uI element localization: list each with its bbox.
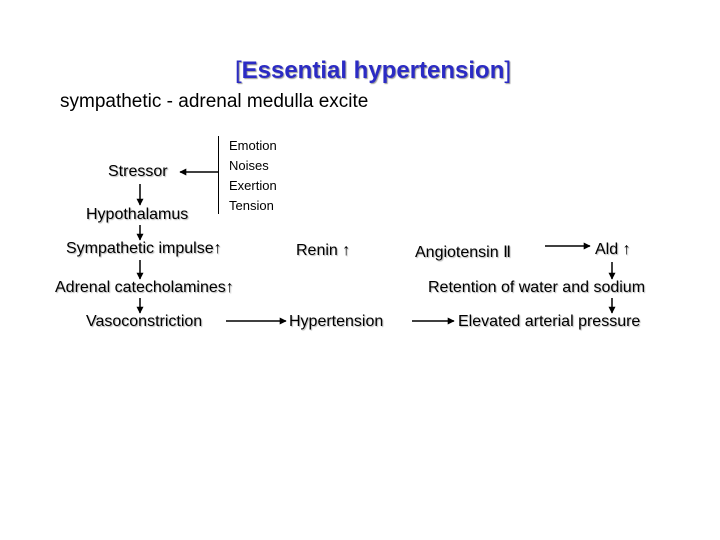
- node-stressor: Stressor: [108, 163, 168, 180]
- node-renin: Renin ↑: [296, 242, 351, 259]
- node-ald: Ald ↑: [595, 241, 631, 258]
- node-elevated-pressure: Elevated arterial pressure: [458, 313, 641, 330]
- node-angiotensin: Angiotensin Ⅱ: [415, 244, 511, 261]
- factor-emotion: Emotion: [229, 138, 277, 153]
- node-hypertension: Hypertension: [289, 313, 384, 330]
- node-vasoconstriction: Vasoconstriction: [86, 313, 203, 330]
- node-hypothalamus: Hypothalamus: [86, 206, 189, 223]
- stress-factors-list: Emotion Noises Exertion Tension: [218, 136, 280, 214]
- title-close-bracket: ]: [504, 57, 512, 84]
- diagram-subtitle: sympathetic - adrenal medulla excite: [60, 91, 369, 112]
- node-adrenal-catecholamines: Adrenal catecholamines↑: [55, 279, 234, 296]
- factor-tension: Tension: [229, 198, 274, 213]
- node-retention: Retention of water and sodium: [428, 279, 646, 296]
- factor-exertion: Exertion: [229, 178, 277, 193]
- factor-noises: Noises: [229, 158, 269, 173]
- title-open-bracket: [: [234, 57, 242, 84]
- node-sympathetic-impulse: Sympathetic impulse↑: [66, 240, 222, 257]
- title-text: Essential hypertension: [241, 57, 505, 84]
- diagram-title: [Essential hypertension]: [0, 57, 720, 85]
